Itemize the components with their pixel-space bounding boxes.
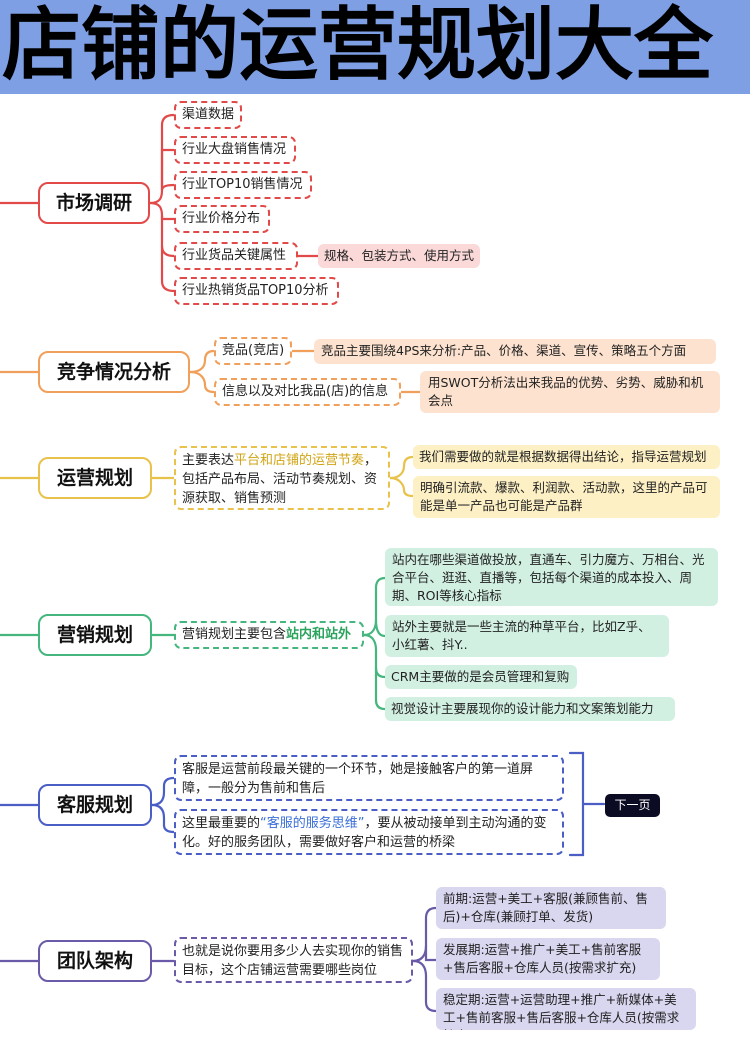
- market-attributes-detail: 规格、包装方式、使用方式: [318, 244, 480, 268]
- header-banner: 店铺的运营规划大全: [0, 0, 750, 94]
- market-item-top10-sales[interactable]: 行业TOP10销售情况: [174, 171, 312, 199]
- market-item-channel-data[interactable]: 渠道数据: [174, 101, 242, 129]
- team-stage-growth: 发展期:运营+推广+美工+售前客服+售后客服+仓库人员(按需求扩充): [436, 938, 660, 980]
- market-item-hot-top10[interactable]: 行业热销货品TOP10分析: [174, 277, 339, 305]
- team-description[interactable]: 也就是说你要用多少人去实现你的销售目标，这个店铺运营需要哪些岗位: [174, 937, 413, 983]
- market-item-industry-sales[interactable]: 行业大盘销售情况: [174, 136, 296, 164]
- operation-detail-products: 明确引流款、爆款、利润款、活动款，这里的产品可能是单一产品也可能是产品群: [413, 476, 720, 518]
- marketing-detail-onsite: 站内在哪些渠道做投放，直通车、引力魔方、万相台、光合平台、逛逛、直播等，包括每个…: [385, 548, 718, 606]
- marketing-description[interactable]: 营销规划主要包含站内和站外: [174, 621, 364, 649]
- service-description-first[interactable]: 客服是运营前段最关键的一个环节，她是接触客户的第一道屏障，一般分为售前和售后: [174, 755, 564, 801]
- marketing-detail-offsite: 站外主要就是一些主流的种草平台，比如Z乎、小红薯、抖Y..: [385, 615, 669, 657]
- operation-desc-highlight: 平台和店铺的运营节奏: [234, 453, 365, 468]
- market-item-price-distribution[interactable]: 行业价格分布: [174, 205, 270, 233]
- marketing-detail-visual: 视觉设计主要展现你的设计能力和文案策划能力: [385, 697, 675, 721]
- node-service-planning[interactable]: 客服规划: [38, 784, 152, 826]
- node-operation-planning[interactable]: 运营规划: [38, 457, 152, 499]
- competition-item-rival[interactable]: 竞品(竞店): [214, 337, 292, 365]
- page-title: 店铺的运营规划大全: [2, 0, 713, 91]
- marketing-desc-highlight: 站内和站外: [286, 627, 352, 642]
- operation-desc-pre: 主要表达: [182, 453, 235, 468]
- operation-description[interactable]: 主要表达平台和店铺的运营节奏，包括产品布局、活动节奏规划、资源获取、销售预测: [174, 446, 390, 510]
- node-marketing-planning[interactable]: 营销规划: [38, 614, 152, 656]
- service-description-thinking[interactable]: 这里最重要的“客服的服务思维”，要从被动接单到主动沟通的变化。好的服务团队，需要…: [174, 809, 564, 855]
- service-desc-pre: 这里最重要的: [182, 816, 261, 831]
- marketing-detail-crm: CRM主要做的是会员管理和复购: [385, 665, 577, 689]
- next-page-button[interactable]: 下一页: [605, 794, 660, 817]
- service-desc-highlight: “客服的服务思维”: [260, 816, 365, 831]
- competition-item-compare[interactable]: 信息以及对比我品(店)的信息: [214, 378, 401, 406]
- operation-detail-data: 我们需要做的就是根据数据得出结论，指导运营规划: [413, 445, 720, 469]
- node-competition-analysis[interactable]: 竞争情况分析: [38, 351, 190, 393]
- marketing-desc-pre: 营销规划主要包含: [182, 627, 287, 642]
- market-item-key-attributes[interactable]: 行业货品关键属性: [174, 242, 298, 270]
- team-stage-stable: 稳定期:运营+运营助理+推广+新媒体+美工+售前客服+售后客服+仓库人员(按需求…: [436, 988, 696, 1030]
- competition-rival-detail: 竞品主要围绕4PS来分析:产品、价格、渠道、宣传、策略五个方面: [314, 339, 716, 364]
- node-team-structure[interactable]: 团队架构: [38, 940, 152, 982]
- operation-desc-post: ，包括产品布局、活动节奏规划、资源获取、销售预测: [182, 453, 378, 506]
- service-desc-post: ，要从被动接单到主动沟通的变化。好的服务团队，需要做好客户和运营的桥梁: [182, 816, 547, 850]
- competition-swot-detail: 用SWOT分析法出来我品的优势、劣势、威胁和机会点: [420, 371, 720, 413]
- team-stage-early: 前期:运营+美工+客服(兼顾售前、售后)+仓库(兼顾打单、发货): [436, 887, 666, 929]
- node-market-research[interactable]: 市场调研: [38, 182, 150, 224]
